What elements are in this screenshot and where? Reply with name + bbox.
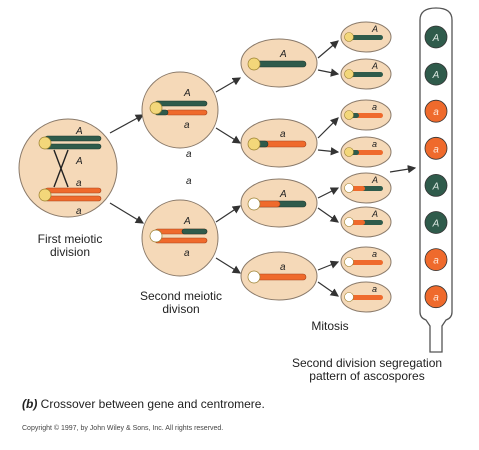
caption-letter: (b)	[22, 397, 38, 411]
ascospore	[424, 99, 448, 123]
mitotic-cell: A	[340, 172, 392, 204]
svg-text:A: A	[183, 88, 191, 99]
label-line: division	[49, 244, 91, 259]
ascospore	[424, 62, 448, 86]
meiotic-product-cell: a	[240, 251, 318, 301]
svg-text:A: A	[371, 175, 378, 185]
ascospore-allele-label: a	[433, 293, 439, 304]
caption-text: Crossover between gene and centromere.	[40, 397, 265, 411]
allele-label: a	[76, 206, 82, 217]
label-line: Second division segregation	[291, 356, 443, 370]
first-meiotic-cell: A A a a	[18, 118, 118, 218]
mitotic-cell: A	[340, 58, 392, 90]
svg-text:a: a	[280, 129, 286, 140]
svg-text:a: a	[372, 102, 377, 112]
ascospore-allele-label: a	[433, 144, 439, 155]
ascospore-allele-label: a	[433, 107, 439, 118]
label-line: pattern of ascospores	[309, 368, 425, 383]
allele-label: A	[75, 126, 83, 137]
ascospore	[424, 136, 448, 160]
second-meiotic-division-label: Second meiotic divison	[140, 290, 222, 315]
allele-label: a	[76, 178, 82, 189]
ascospore-allele-label: a	[433, 256, 439, 267]
second-meiotic-cell-bottom: A a	[141, 199, 219, 277]
meiotic-product-cell: a	[240, 118, 318, 168]
mitotic-cell: A	[340, 206, 392, 238]
svg-text:a: a	[280, 262, 286, 273]
svg-text:A: A	[279, 49, 287, 60]
division-arrows	[109, 40, 417, 297]
ascospore-allele-label: A	[432, 33, 440, 44]
ascospore	[424, 173, 448, 197]
svg-text:A: A	[279, 189, 287, 200]
ascospore	[424, 285, 448, 309]
ascospore-allele-label: A	[432, 219, 440, 230]
allele-label: A	[75, 156, 83, 167]
svg-text:a: a	[372, 249, 377, 259]
svg-text:a: a	[184, 248, 190, 259]
ascospore-pattern-label: Second division segregation pattern of a…	[292, 357, 442, 382]
second-meiotic-cell-top: A a	[141, 71, 219, 149]
svg-text:A: A	[183, 216, 191, 227]
svg-text:A: A	[371, 209, 378, 219]
mitotic-cell: a	[340, 281, 392, 313]
label-line: divison	[162, 301, 200, 316]
mitotic-cell: A	[340, 21, 392, 53]
mitotic-cell: a	[340, 246, 392, 278]
mitotic-cell: a	[340, 99, 392, 131]
first-meiotic-division-label: First meiotic division	[38, 233, 103, 258]
svg-text:A: A	[371, 61, 378, 71]
meiotic-product-cell: A	[240, 178, 318, 228]
mitotic-cell: a	[340, 136, 392, 168]
label-line: First meiotic	[37, 232, 103, 246]
ascospore	[424, 248, 448, 272]
svg-text:a: a	[184, 120, 190, 131]
allele-label: a	[186, 176, 192, 187]
mitosis-label: Mitosis	[311, 319, 349, 333]
ascospore	[424, 25, 448, 49]
ascospore	[424, 211, 448, 234]
svg-text:a: a	[372, 284, 377, 294]
copyright-notice: Copyright © 1997, by John Wiley & Sons, …	[22, 425, 224, 432]
label-line: Second meiotic	[139, 289, 223, 303]
meiotic-product-cell: A	[240, 38, 318, 88]
mitotic-product-cells: A A a a A	[340, 21, 392, 313]
ascospore-allele-label: A	[432, 181, 440, 192]
svg-text:a: a	[372, 139, 377, 149]
svg-text:A: A	[371, 24, 378, 34]
figure-caption: (b) Crossover between gene and centromer…	[22, 397, 265, 411]
allele-label: a	[186, 149, 192, 160]
ascospore-allele-label: A	[432, 70, 440, 81]
